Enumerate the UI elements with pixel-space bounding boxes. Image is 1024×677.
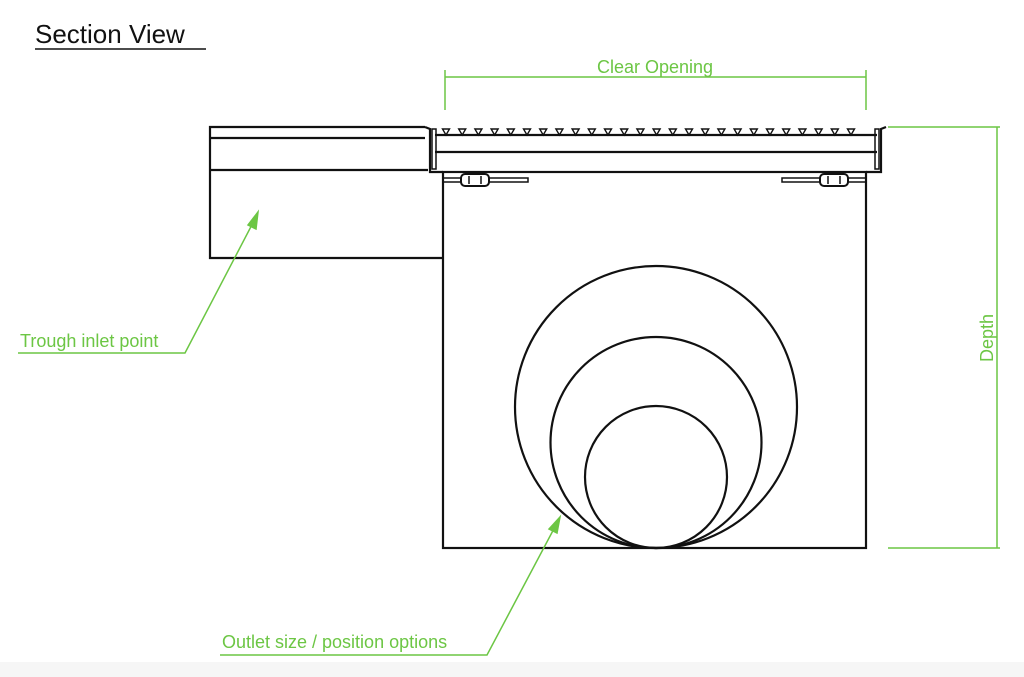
clear-opening-dimension [444, 70, 867, 110]
trough-inlet-label: Trough inlet point [20, 331, 158, 351]
diagram-title: Section View [35, 19, 185, 49]
outlet-medium [549, 335, 763, 550]
grate-tooth [538, 128, 548, 137]
grate-tooth [813, 128, 824, 137]
bottom-band [0, 662, 1024, 677]
grate-tooth [797, 128, 808, 137]
outlet-options-leader [220, 514, 562, 656]
grate [424, 125, 887, 174]
grate-tooth [522, 128, 532, 137]
grate-tooth [473, 128, 484, 137]
grate-tooth [554, 128, 565, 137]
grate-tooth [668, 128, 678, 137]
depth-dimension [888, 126, 1000, 549]
grate-tooth [603, 128, 613, 137]
right-clip [781, 173, 867, 187]
grate-tooth [830, 128, 840, 137]
grate-tooth [489, 128, 500, 137]
grate-tooth [506, 128, 516, 137]
clear-opening-label: Clear Opening [597, 57, 713, 77]
pit-body [441, 170, 868, 550]
grate-tooth [587, 128, 597, 137]
grate-tooth [651, 128, 662, 137]
trough-channel [208, 125, 443, 260]
grate-tooth [765, 128, 775, 137]
grate-tooth [749, 128, 759, 137]
grate-tooth [441, 128, 451, 137]
grate-tooth [716, 128, 727, 137]
grate-tooth [846, 128, 856, 137]
outlet-options-label: Outlet size / position options [222, 632, 447, 652]
grate-tooth [684, 128, 694, 137]
outlet-small [583, 404, 729, 550]
left-clip [442, 173, 529, 187]
grate-tooth [781, 128, 791, 137]
trough-inlet-leader [18, 209, 260, 354]
grate-tooth [635, 128, 646, 137]
grate-tooth [732, 128, 743, 137]
grate-tooth [700, 128, 710, 137]
grate-tooth [619, 128, 629, 137]
depth-label: Depth [977, 314, 997, 362]
grate-tooth [457, 128, 467, 137]
grate-tooth [570, 128, 581, 137]
grate-teeth [441, 128, 856, 137]
